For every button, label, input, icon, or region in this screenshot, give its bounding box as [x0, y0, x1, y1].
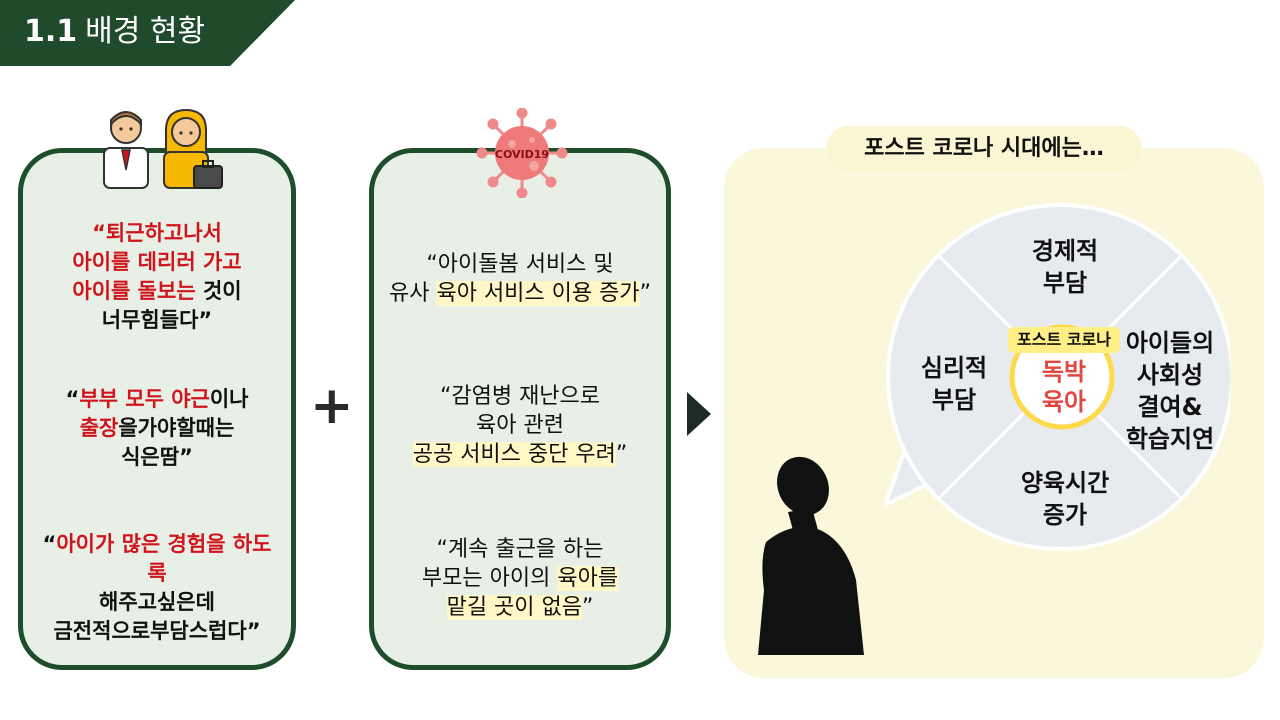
quote-mark: “: [65, 387, 80, 411]
covid-impact-card: “아이돌봄 서비스 및 유사 육아 서비스 이용 증가” “감염병 재난으로 육…: [369, 148, 671, 670]
segment-line: 심리적: [920, 354, 988, 382]
quote-line: 해주고싶은데: [99, 590, 215, 614]
quote-overtime: “부부 모두 야근이나 출장을가야할때는 식은땀”: [23, 385, 291, 472]
quote-no-care: “계속 출근을 하는 부모는 아이의 육아를 맡길 곳이 없음”: [374, 535, 666, 622]
quote-line: 이나: [209, 387, 249, 411]
segment-line: 부담: [931, 386, 977, 414]
segment-economic: 경제적 부담: [1000, 235, 1130, 299]
covid-virus-icon: COVID19: [476, 108, 568, 198]
plus-sign: +: [310, 376, 354, 436]
center-line: 육아: [1041, 388, 1087, 416]
quote-line: “계속 출근을 하는: [436, 537, 604, 562]
segment-social: 아이들의 사회성 결여& 학습지연: [1112, 327, 1228, 455]
quote-care-service: “아이돌봄 서비스 및 유사 육아 서비스 이용 증가”: [374, 250, 666, 308]
quote-mark: “: [42, 532, 57, 556]
segment-psychological: 심리적 부담: [898, 352, 1010, 416]
quote-line: 부담스럽다”: [150, 619, 261, 643]
quote-line: 출장: [79, 416, 119, 440]
quote-experience: “아이가 많은 경험을 하도 록 해주고싶은데 금전적으로부담스럽다”: [23, 530, 291, 646]
center-line: 독박: [1041, 358, 1087, 386]
thought-bubble: [885, 203, 1230, 551]
segment-line: 양육시간: [1020, 469, 1110, 497]
parents-icon: [103, 108, 223, 189]
segment-line: 결여&: [1137, 393, 1203, 421]
segment-line: 학습지연: [1125, 425, 1215, 453]
quote-mark: ”: [582, 595, 594, 620]
segment-line: 아이들의: [1125, 329, 1215, 357]
quote-line: 아이가 많은 경험을 하도: [56, 532, 272, 556]
segment-line: 경제적: [1031, 237, 1099, 265]
section-number: 1.1: [24, 14, 78, 49]
quote-line: 육아 관련: [476, 413, 564, 438]
thinking-person-silhouette: [758, 456, 864, 655]
post-corona-label: 포스트 코로나 시대에는…: [826, 126, 1142, 172]
quote-line: 아이를 돌보는: [72, 279, 196, 303]
segment-line: 증가: [1042, 501, 1088, 529]
quote-line: 너무힘들다”: [101, 308, 213, 332]
quote-mark: ”: [639, 281, 652, 306]
segment-line: 부담: [1042, 269, 1088, 297]
quote-line: 록: [147, 561, 167, 585]
quote-line: “감염병 재난으로: [439, 384, 601, 409]
center-text: 독박 육아: [1014, 357, 1114, 417]
quote-line: 유사: [388, 281, 437, 306]
highlighted-text: 육아 서비스 이용 증가: [436, 281, 640, 306]
center-tag: 포스트 코로나: [1008, 327, 1120, 353]
quote-line: 것이: [195, 279, 242, 303]
quote-public-service: “감염병 재난으로 육아 관련 공공 서비스 중단 우려”: [374, 382, 666, 469]
right-arrow-icon: [687, 392, 711, 436]
highlighted-text: 공공 서비스 중단 우려: [412, 442, 616, 467]
quote-line: 아이를 데리러 가고: [72, 250, 242, 274]
quote-line: 부부 모두 야근: [79, 387, 210, 411]
quote-line: “퇴근하고나서: [92, 221, 222, 245]
section-title-label: 배경 현황: [85, 14, 206, 49]
quote-line: 금전적으로: [53, 619, 151, 643]
quote-after-work: “퇴근하고나서 아이를 데리러 가고 아이를 돌보는 것이 너무힘들다”: [23, 219, 291, 335]
parents-voice-card: “퇴근하고나서 아이를 데리러 가고 아이를 돌보는 것이 너무힘들다” “부부…: [18, 148, 296, 670]
segment-childcare-time: 양육시간 증가: [1000, 467, 1130, 531]
virus-label: COVID19: [495, 148, 549, 161]
highlighted-text: 육아를: [557, 566, 619, 591]
quote-mark: ”: [615, 442, 628, 467]
segment-line: 사회성: [1136, 361, 1204, 389]
highlighted-text: 맡길 곳이 없음: [446, 595, 583, 620]
quote-line: 부모는 아이의: [421, 566, 558, 591]
quote-line: 식은땀”: [121, 445, 193, 469]
quote-line: “아이돌봄 서비스 및: [426, 252, 614, 277]
quote-line: 을가야할때는: [118, 416, 235, 440]
